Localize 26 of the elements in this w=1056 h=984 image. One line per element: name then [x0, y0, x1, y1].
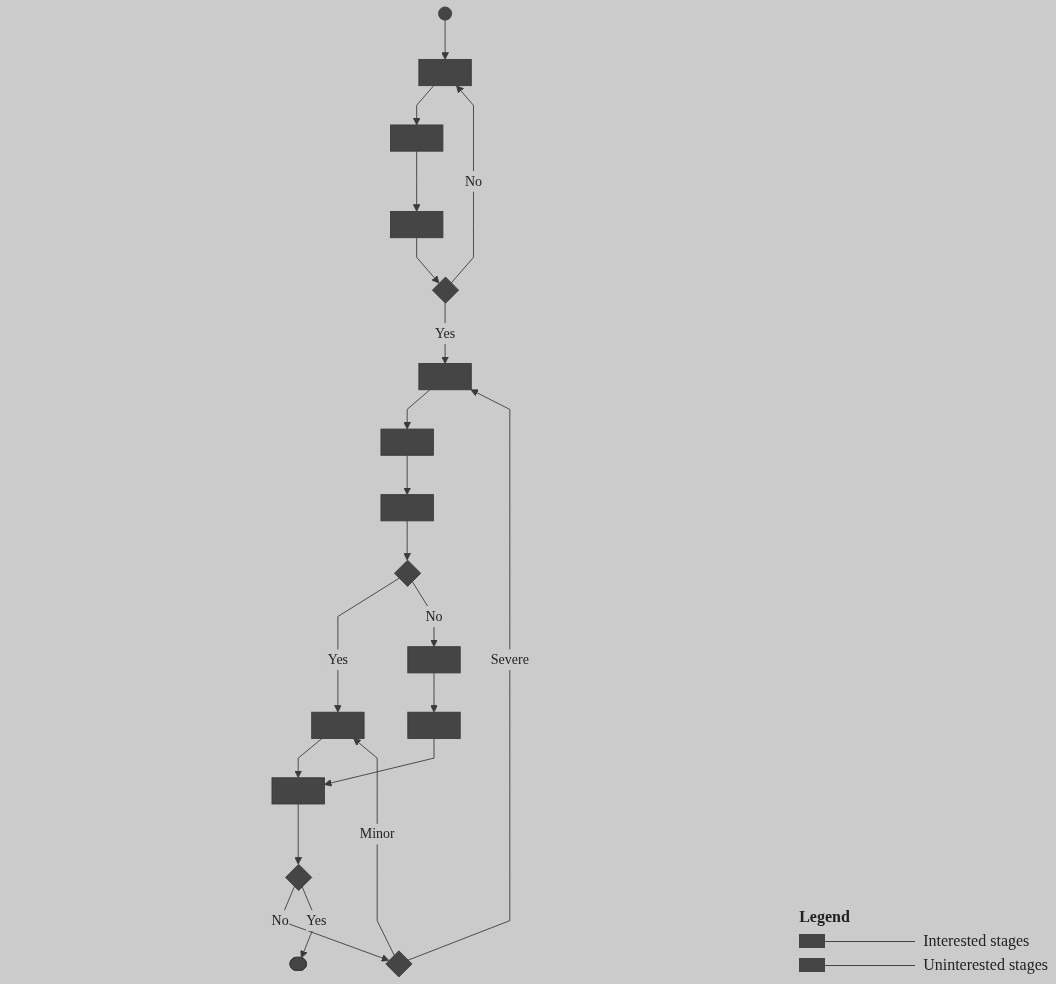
- edge-label: Severe: [490, 651, 529, 667]
- edge-label: No: [271, 912, 289, 928]
- edge-label: No: [425, 608, 443, 624]
- node-box: [389, 124, 444, 152]
- node-circle: [437, 6, 452, 21]
- node-box: [418, 59, 472, 87]
- legend-text: Uninterested stages: [923, 956, 1048, 974]
- node-diamond: [393, 559, 421, 587]
- legend-text: Interested stages: [923, 932, 1030, 950]
- node-box: [407, 711, 461, 739]
- node-bar: [271, 777, 325, 805]
- edge-label: Yes: [305, 912, 327, 928]
- edge-label: Yes: [434, 325, 456, 341]
- node-diamond: [385, 950, 413, 978]
- node-diamond: [431, 276, 459, 304]
- edge-label: No: [464, 173, 482, 189]
- node-diamond: [284, 863, 312, 891]
- node-box: [418, 363, 472, 391]
- node-box: [389, 211, 444, 239]
- edge-label: Yes: [327, 651, 348, 667]
- node-box: [380, 494, 434, 522]
- legend-title: Legend: [799, 908, 851, 926]
- edge-label: Minor: [359, 826, 395, 842]
- node-box: [407, 646, 461, 674]
- node-box: [311, 711, 365, 739]
- node-box: [380, 428, 434, 456]
